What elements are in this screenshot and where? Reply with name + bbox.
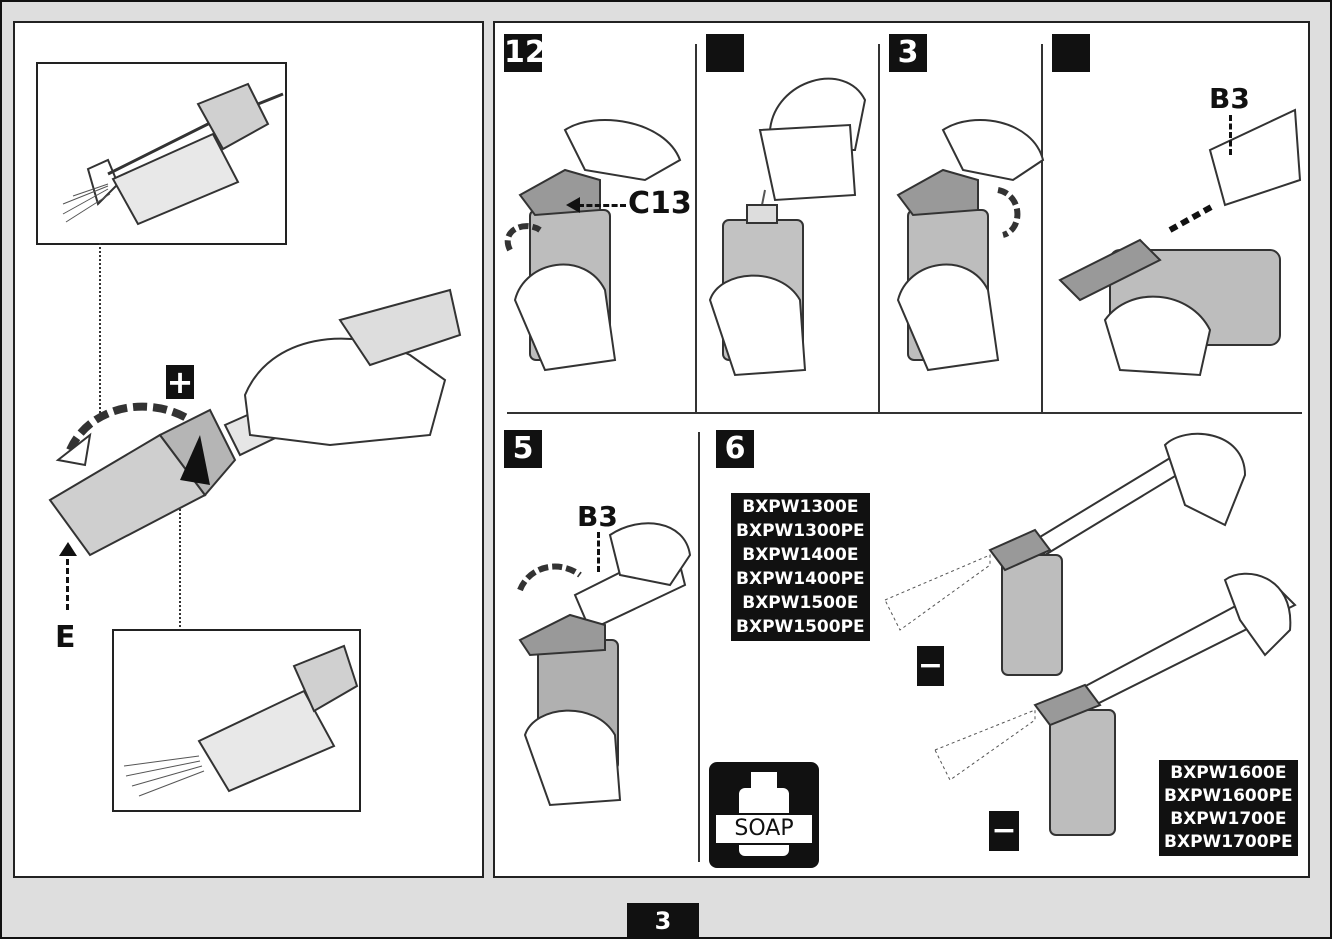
model-name: BXPW1500E — [742, 593, 859, 613]
step4-attach-bottle-illustration — [1058, 108, 1302, 377]
model-name: BXPW1600PE — [1164, 786, 1293, 806]
divider-2 — [878, 44, 880, 412]
step2-pour-detergent-illustration — [708, 77, 867, 377]
dotted-guide-top — [99, 243, 101, 421]
nozzle-fan-illustration — [123, 644, 359, 797]
minus-icon-1: − — [917, 646, 944, 686]
model-name: BXPW1600E — [1170, 763, 1287, 783]
arrow-e-head — [59, 542, 77, 556]
arrow-e-shaft — [66, 550, 69, 610]
callout-b3-bottom: B3 — [577, 500, 618, 533]
step-label-2 — [706, 34, 744, 72]
step5-attach-illustration — [517, 522, 692, 807]
soap-bottle-icon — [714, 772, 814, 856]
page-number: 3 — [627, 903, 699, 939]
divider-3 — [1041, 44, 1043, 412]
step3-close-cap-illustration — [896, 119, 1045, 372]
divider-4 — [698, 432, 700, 862]
nozzle-brush-illustration — [62, 82, 284, 226]
c13-arrow-head — [566, 197, 580, 213]
b3-bottom-arrow-shaft — [597, 532, 600, 572]
step1-remove-cap-illustration — [504, 119, 682, 372]
callout-b3-top: B3 — [1209, 82, 1250, 115]
model-name: BXPW1700PE — [1164, 832, 1293, 852]
model-name: BXPW1400PE — [736, 569, 865, 589]
model-name: BXPW1700E — [1170, 809, 1287, 829]
model-name: BXPW1300E — [742, 497, 859, 517]
plus-icon: + — [166, 363, 194, 401]
callout-e: E — [55, 620, 76, 655]
b3-top-arrow-shaft — [1229, 115, 1232, 155]
step-label-1: 12 — [504, 34, 546, 72]
model-list-group-1: BXPW1300E BXPW1300PE BXPW1400E BXPW1400P… — [731, 493, 870, 641]
step-label-4 — [1052, 34, 1090, 72]
divider-horizontal — [507, 412, 1302, 414]
soap-icon: SOAP — [709, 762, 819, 868]
nozzle-fan-inset-bottom — [112, 629, 361, 812]
minus-icon-2: − — [989, 811, 1019, 851]
step-label-6: 6 — [716, 430, 754, 468]
step-label-5: 5 — [504, 430, 542, 468]
adjustable-nozzle-illustration — [48, 288, 462, 557]
model-name: BXPW1400E — [742, 545, 859, 565]
c13-arrow-shaft — [578, 204, 626, 207]
step-label-3: 3 — [889, 34, 927, 72]
dotted-guide-bottom — [179, 505, 181, 627]
callout-c13: C13 — [628, 186, 692, 221]
model-name: BXPW1300PE — [736, 521, 865, 541]
model-list-group-2: BXPW1600E BXPW1600PE BXPW1700E BXPW1700P… — [1159, 760, 1298, 856]
divider-1 — [695, 44, 697, 412]
soap-label: SOAP — [734, 816, 794, 841]
model-name: BXPW1500PE — [736, 617, 865, 637]
nozzle-brush-inset-top — [36, 62, 287, 245]
step6-spray-illustration — [884, 432, 1297, 836]
